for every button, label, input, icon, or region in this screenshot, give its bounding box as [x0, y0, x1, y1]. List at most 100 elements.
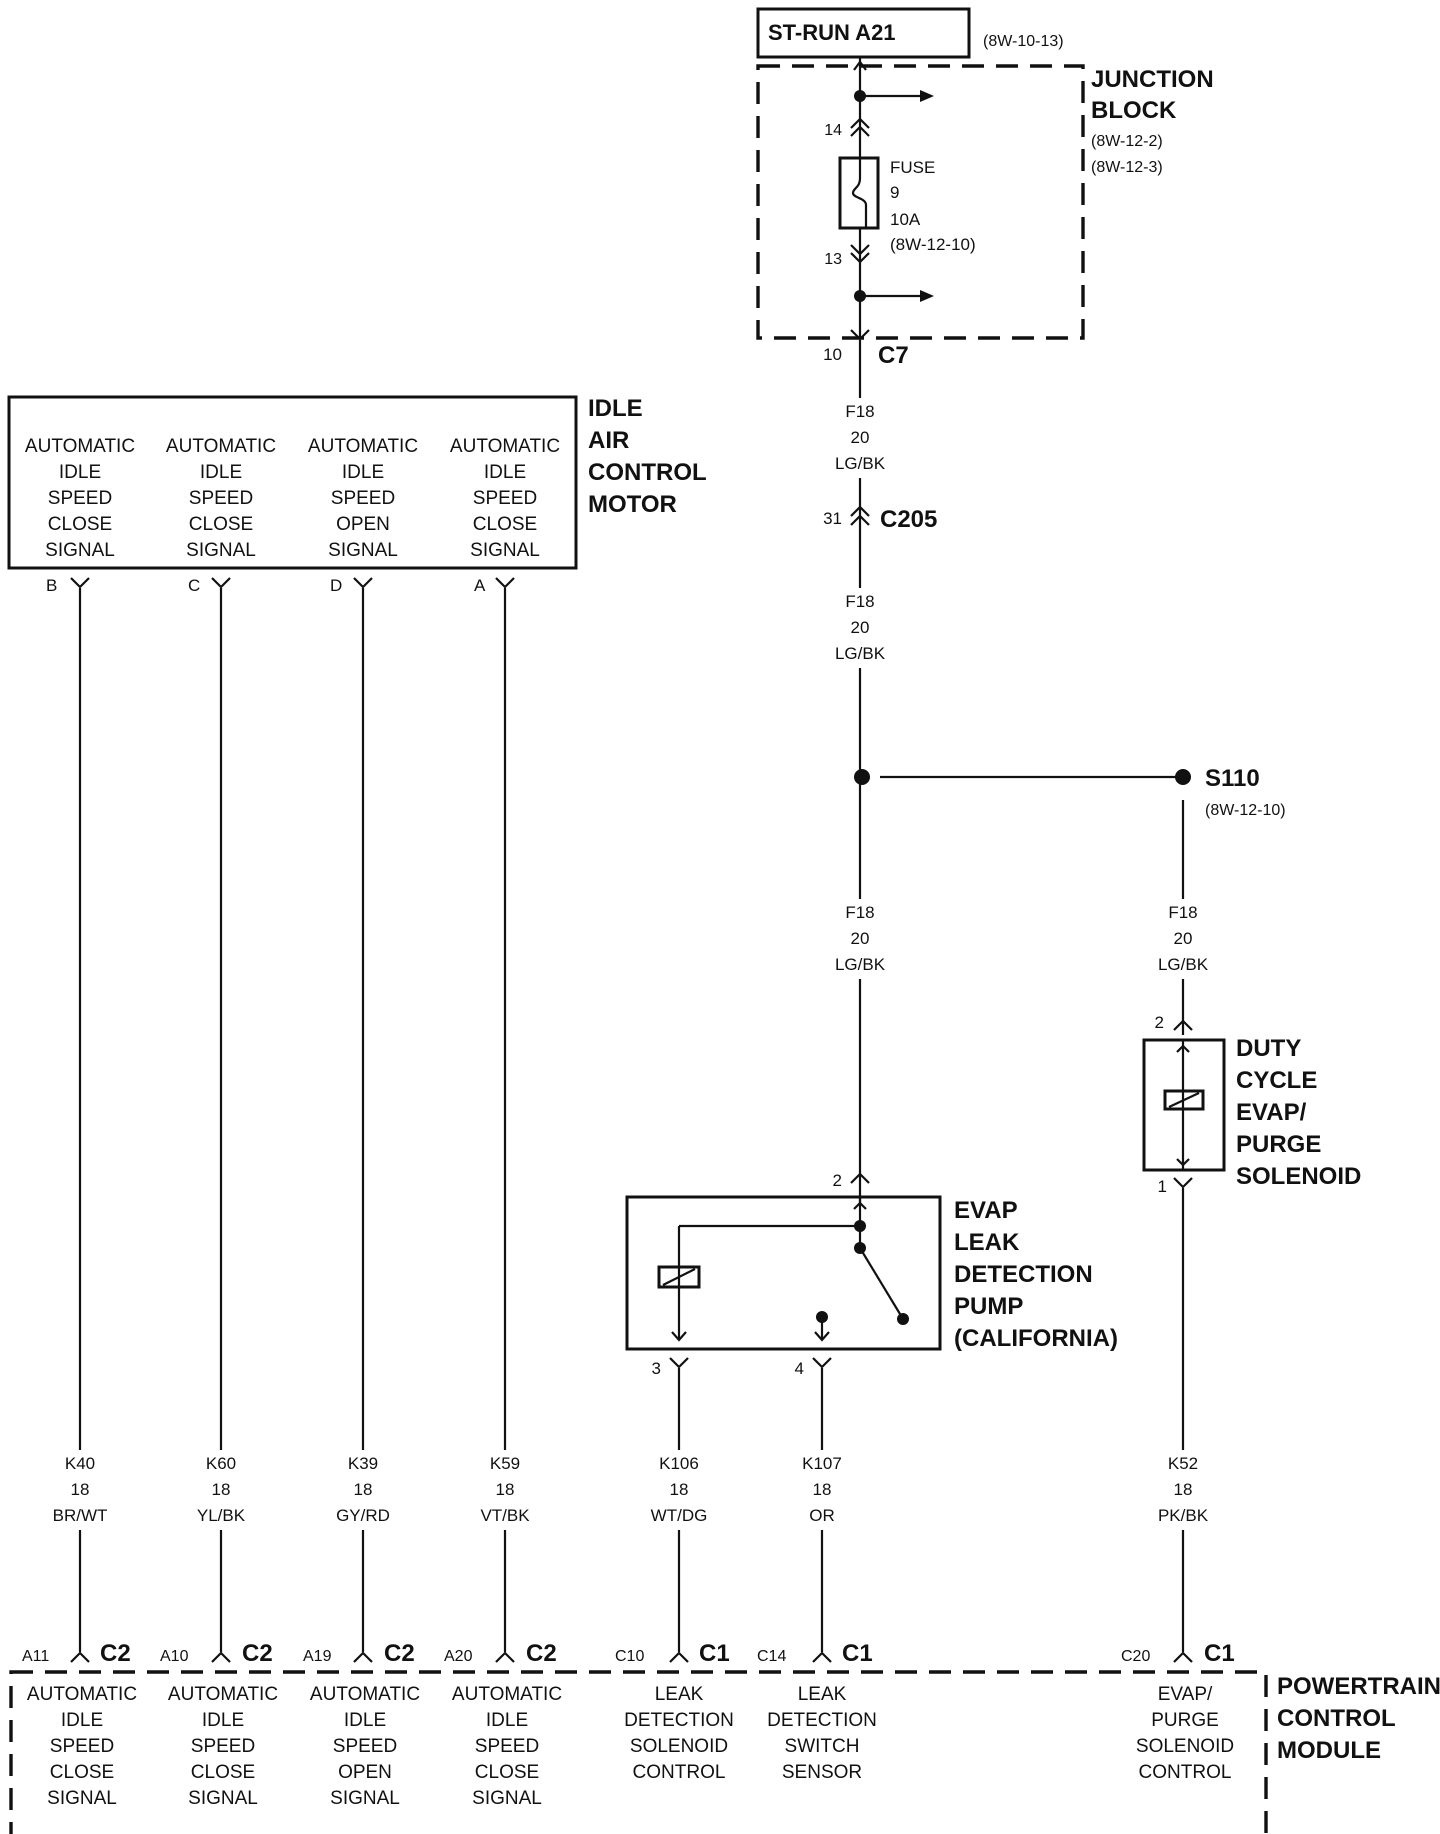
terminal-label: SIGNAL — [330, 1788, 400, 1809]
pcm-terminal-a19: A19 C2 AUTOMATIC IDLE SPEED OPEN SIGNAL — [303, 1640, 420, 1809]
connector-pin-icon — [1173, 1019, 1193, 1031]
terminal-label: AUTOMATIC — [25, 436, 135, 457]
solenoid-coil-icon — [1163, 1089, 1205, 1111]
terminal-label: AUTOMATIC — [450, 436, 560, 457]
terminal-label: CLOSE — [189, 514, 253, 535]
wire-label-k106: K106 18 WT/DG — [641, 1450, 717, 1530]
wire-gauge: 18 — [813, 1480, 832, 1499]
terminal-label: SOLENOID — [630, 1736, 728, 1757]
wire-color: OR — [809, 1506, 835, 1525]
wire-gauge: 18 — [71, 1480, 90, 1499]
terminal-label: SPEED — [189, 488, 253, 509]
pcm-title-2: CONTROL — [1277, 1705, 1396, 1732]
pump-title-1: EVAP — [954, 1197, 1018, 1224]
wire-color: YL/BK — [197, 1506, 246, 1525]
wire-code: K52 — [1168, 1454, 1198, 1473]
terminal-label: SPEED — [475, 1736, 539, 1757]
wire-label-k52: K52 18 PK/BK — [1148, 1450, 1218, 1530]
junction-pin-13: 13 — [824, 251, 842, 268]
terminal-label: AUTOMATIC — [452, 1684, 562, 1705]
junction-block: JUNCTION BLOCK (8W-12-2) (8W-12-3) 14 FU… — [756, 57, 1214, 340]
terminal-label: LEAK — [655, 1684, 704, 1705]
wire-code: K39 — [348, 1454, 378, 1473]
switch-end-dot — [897, 1313, 909, 1325]
connector-pin-icon — [70, 577, 90, 589]
solenoid-title-1: DUTY — [1236, 1035, 1301, 1062]
wire-color: LG/BK — [1158, 955, 1209, 974]
terminal-label: PURGE — [1151, 1710, 1219, 1731]
wire-code: K40 — [65, 1454, 95, 1473]
terminal-label: SIGNAL — [328, 540, 398, 561]
arrow-down-icon — [671, 1331, 687, 1342]
wire-gauge: 18 — [354, 1480, 373, 1499]
splice-dot-left — [854, 769, 870, 785]
connector-pin-icon — [353, 1651, 373, 1663]
connector-label: C1 — [699, 1640, 730, 1667]
st-run-ref: (8W-10-13) — [983, 33, 1064, 50]
iac-terminal-b: AUTOMATIC IDLE SPEED CLOSE SIGNAL B — [25, 436, 135, 595]
wire-color: BR/WT — [53, 1506, 108, 1525]
terminal-label: AUTOMATIC — [308, 436, 418, 457]
terminal-label: SPEED — [48, 488, 112, 509]
terminal-label: SPEED — [191, 1736, 255, 1757]
wire-code: K107 — [802, 1454, 842, 1473]
terminal-label: IDLE — [200, 462, 242, 483]
arrow-right-icon — [920, 90, 934, 102]
terminal-label: IDLE — [59, 462, 101, 483]
solenoid-title-3: EVAP/ — [1236, 1099, 1307, 1126]
solenoid-title-5: SOLENOID — [1236, 1163, 1361, 1190]
st-run-box — [756, 7, 971, 59]
pcm-terminal-c14: C14 C1 LEAK DETECTION SWITCH SENSOR — [757, 1640, 877, 1783]
c7-name: C7 — [878, 342, 909, 369]
connector-14-icon — [850, 117, 870, 137]
pcm-terminal-a10: A10 C2 AUTOMATIC IDLE SPEED CLOSE SIGNAL — [160, 1640, 278, 1809]
c205-pin: 31 — [823, 509, 842, 528]
wire-gauge: 18 — [1174, 1480, 1193, 1499]
pin-letter: B — [46, 576, 57, 595]
wire-code: K60 — [206, 1454, 236, 1473]
terminal-label: CLOSE — [48, 514, 112, 535]
wire-code: F18 — [845, 592, 874, 611]
lower-wires: K40 18 BR/WT K60 18 YL/BK K39 18 GY/RD K… — [45, 588, 1218, 1652]
pump-title-5: (CALIFORNIA) — [954, 1325, 1118, 1352]
pcm-terminal-a20: A20 C2 AUTOMATIC IDLE SPEED CLOSE SIGNAL — [444, 1640, 562, 1809]
wire-color: PK/BK — [1158, 1506, 1209, 1525]
pin-letter: D — [330, 576, 342, 595]
pump-title-4: PUMP — [954, 1293, 1023, 1320]
connector-c7: 10 C7 — [823, 329, 909, 369]
pin-letter: C — [188, 576, 200, 595]
splice-dot-s110 — [1175, 769, 1191, 785]
terminal-label: AUTOMATIC — [27, 1684, 137, 1705]
connector-pin-icon — [495, 1651, 515, 1663]
connector-pin-icon — [850, 1172, 870, 1184]
pin-letter: A — [474, 576, 486, 595]
fuse-label-1: FUSE — [890, 158, 935, 177]
pump-box — [625, 1195, 942, 1351]
st-run-source: ST-RUN A21 (8W-10-13) — [756, 7, 1064, 59]
pump-title-3: DETECTION — [954, 1261, 1093, 1288]
connector-pin-icon — [812, 1357, 832, 1369]
pcm-outline — [9, 1670, 1268, 1834]
pump-pin-3: 3 — [652, 1359, 661, 1378]
solenoid-pin-1: 1 — [1158, 1177, 1167, 1196]
terminal-label: IDLE — [342, 462, 384, 483]
connector-pin-icon — [211, 1651, 231, 1663]
wire-gauge: 20 — [851, 929, 870, 948]
junction-block-ref-2: (8W-12-3) — [1091, 159, 1163, 176]
cavity-label: A20 — [444, 1648, 473, 1665]
terminal-label: IDLE — [486, 1710, 528, 1731]
fuse-element-icon — [851, 158, 868, 228]
pcm-terminal-a11: A11 C2 AUTOMATIC IDLE SPEED CLOSE SIGNAL — [22, 1640, 137, 1809]
evap-leak-detection-pump: 2 EVAP LEAK DETECTION PUMP (CALIFORNIA) … — [625, 1171, 1118, 1378]
iac-title-3: CONTROL — [588, 459, 707, 486]
pcm-title-3: MODULE — [1277, 1737, 1381, 1764]
wire-color: WT/DG — [651, 1506, 708, 1525]
fuse-label-3: 10A — [890, 210, 921, 229]
terminal-label: DETECTION — [767, 1710, 877, 1731]
terminal-label: SIGNAL — [186, 540, 256, 561]
wire-gauge: 20 — [851, 618, 870, 637]
st-run-label: ST-RUN A21 — [768, 20, 896, 45]
terminal-label: SPEED — [333, 1736, 397, 1757]
pump-pin-4: 4 — [795, 1359, 804, 1378]
connector-c205: 31 C205 — [823, 505, 937, 533]
